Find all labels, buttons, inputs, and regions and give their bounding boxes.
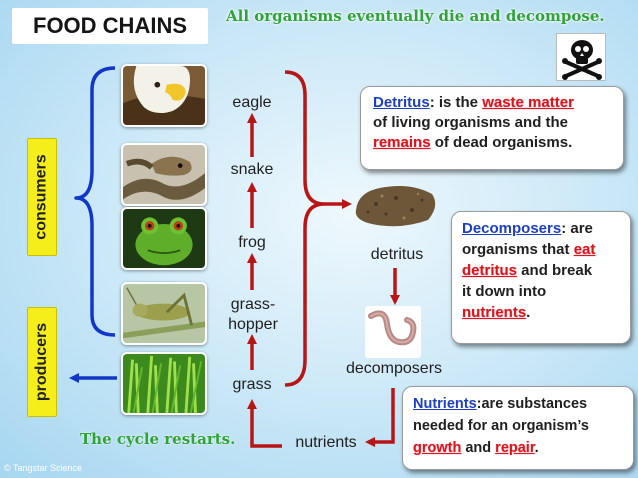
decomposers-text-1: : are [561, 220, 593, 237]
decomposers-text-5: . [526, 304, 531, 321]
decomposers-definition-box: Decomposers: are organisms that eat detr… [451, 211, 631, 344]
fill-nutrients: nutrients [462, 304, 527, 321]
detritus-text-3: of dead organisms. [430, 134, 573, 151]
decomposers-text-3: and break [517, 262, 593, 279]
fill-remains: remains [373, 134, 431, 151]
label-nutrients: nutrients [295, 434, 357, 451]
term-nutrients: Nutrients [413, 396, 477, 412]
fill-waste-matter: waste matter [482, 94, 574, 111]
decomposers-text-2: organisms that [462, 241, 574, 258]
arrow-decomposers-to-nutrients [365, 388, 395, 447]
fill-repair: repair [495, 440, 535, 456]
nutrients-text-2: needed for an organism’s [413, 418, 589, 434]
fill-growth: growth [413, 440, 462, 456]
label-frog: frog [238, 234, 266, 251]
detritus-image [352, 180, 440, 230]
arrow-nutrients-to-grass [247, 399, 282, 448]
nutrients-text-1: :are substances [476, 396, 588, 412]
detritus-text-1: : is the [429, 94, 483, 111]
worm-image [365, 306, 421, 358]
copyright: © Tangstar Science [4, 463, 83, 473]
page-title: FOOD CHAINS [12, 8, 208, 44]
consumers-brace [74, 66, 116, 337]
detritus-definition-box: Detritus: is the waste matter of living … [360, 86, 624, 170]
grasshopper-photo [121, 282, 207, 345]
term-decomposers: Decomposers [462, 220, 562, 237]
organisms-bracket [284, 70, 326, 387]
label-detritus: detritus [370, 246, 424, 263]
label-grasshopper-line2: hopper [228, 316, 278, 333]
nutrients-definition-box: Nutrients:are substances needed for an o… [402, 386, 634, 470]
detritus-text-2: of living organisms and the [373, 114, 569, 131]
label-decomposers: decomposers [345, 360, 443, 377]
cycle-restarts-text: The cycle restarts. [80, 430, 236, 448]
producers-label: producers [27, 307, 57, 417]
eagle-photo [121, 64, 207, 127]
grass-photo [121, 352, 207, 415]
label-snake: snake [230, 161, 274, 178]
decomposers-text-4: it down into [462, 283, 547, 300]
fill-eat: eat [573, 241, 596, 258]
nutrients-text-4: . [534, 440, 539, 456]
subtitle: All organisms eventually die and decompo… [226, 7, 605, 25]
fill-detritus: detritus [462, 262, 518, 279]
label-grasshopper-line1: grass- [230, 296, 276, 313]
label-grass: grass [232, 376, 272, 393]
skull-crossbones-icon [556, 33, 606, 81]
snake-photo [121, 143, 207, 206]
term-detritus: Detritus [373, 94, 430, 111]
label-eagle: eagle [232, 94, 272, 111]
consumers-label: consumers [27, 138, 57, 256]
frog-photo [121, 207, 207, 270]
nutrients-text-3: and [461, 440, 496, 456]
